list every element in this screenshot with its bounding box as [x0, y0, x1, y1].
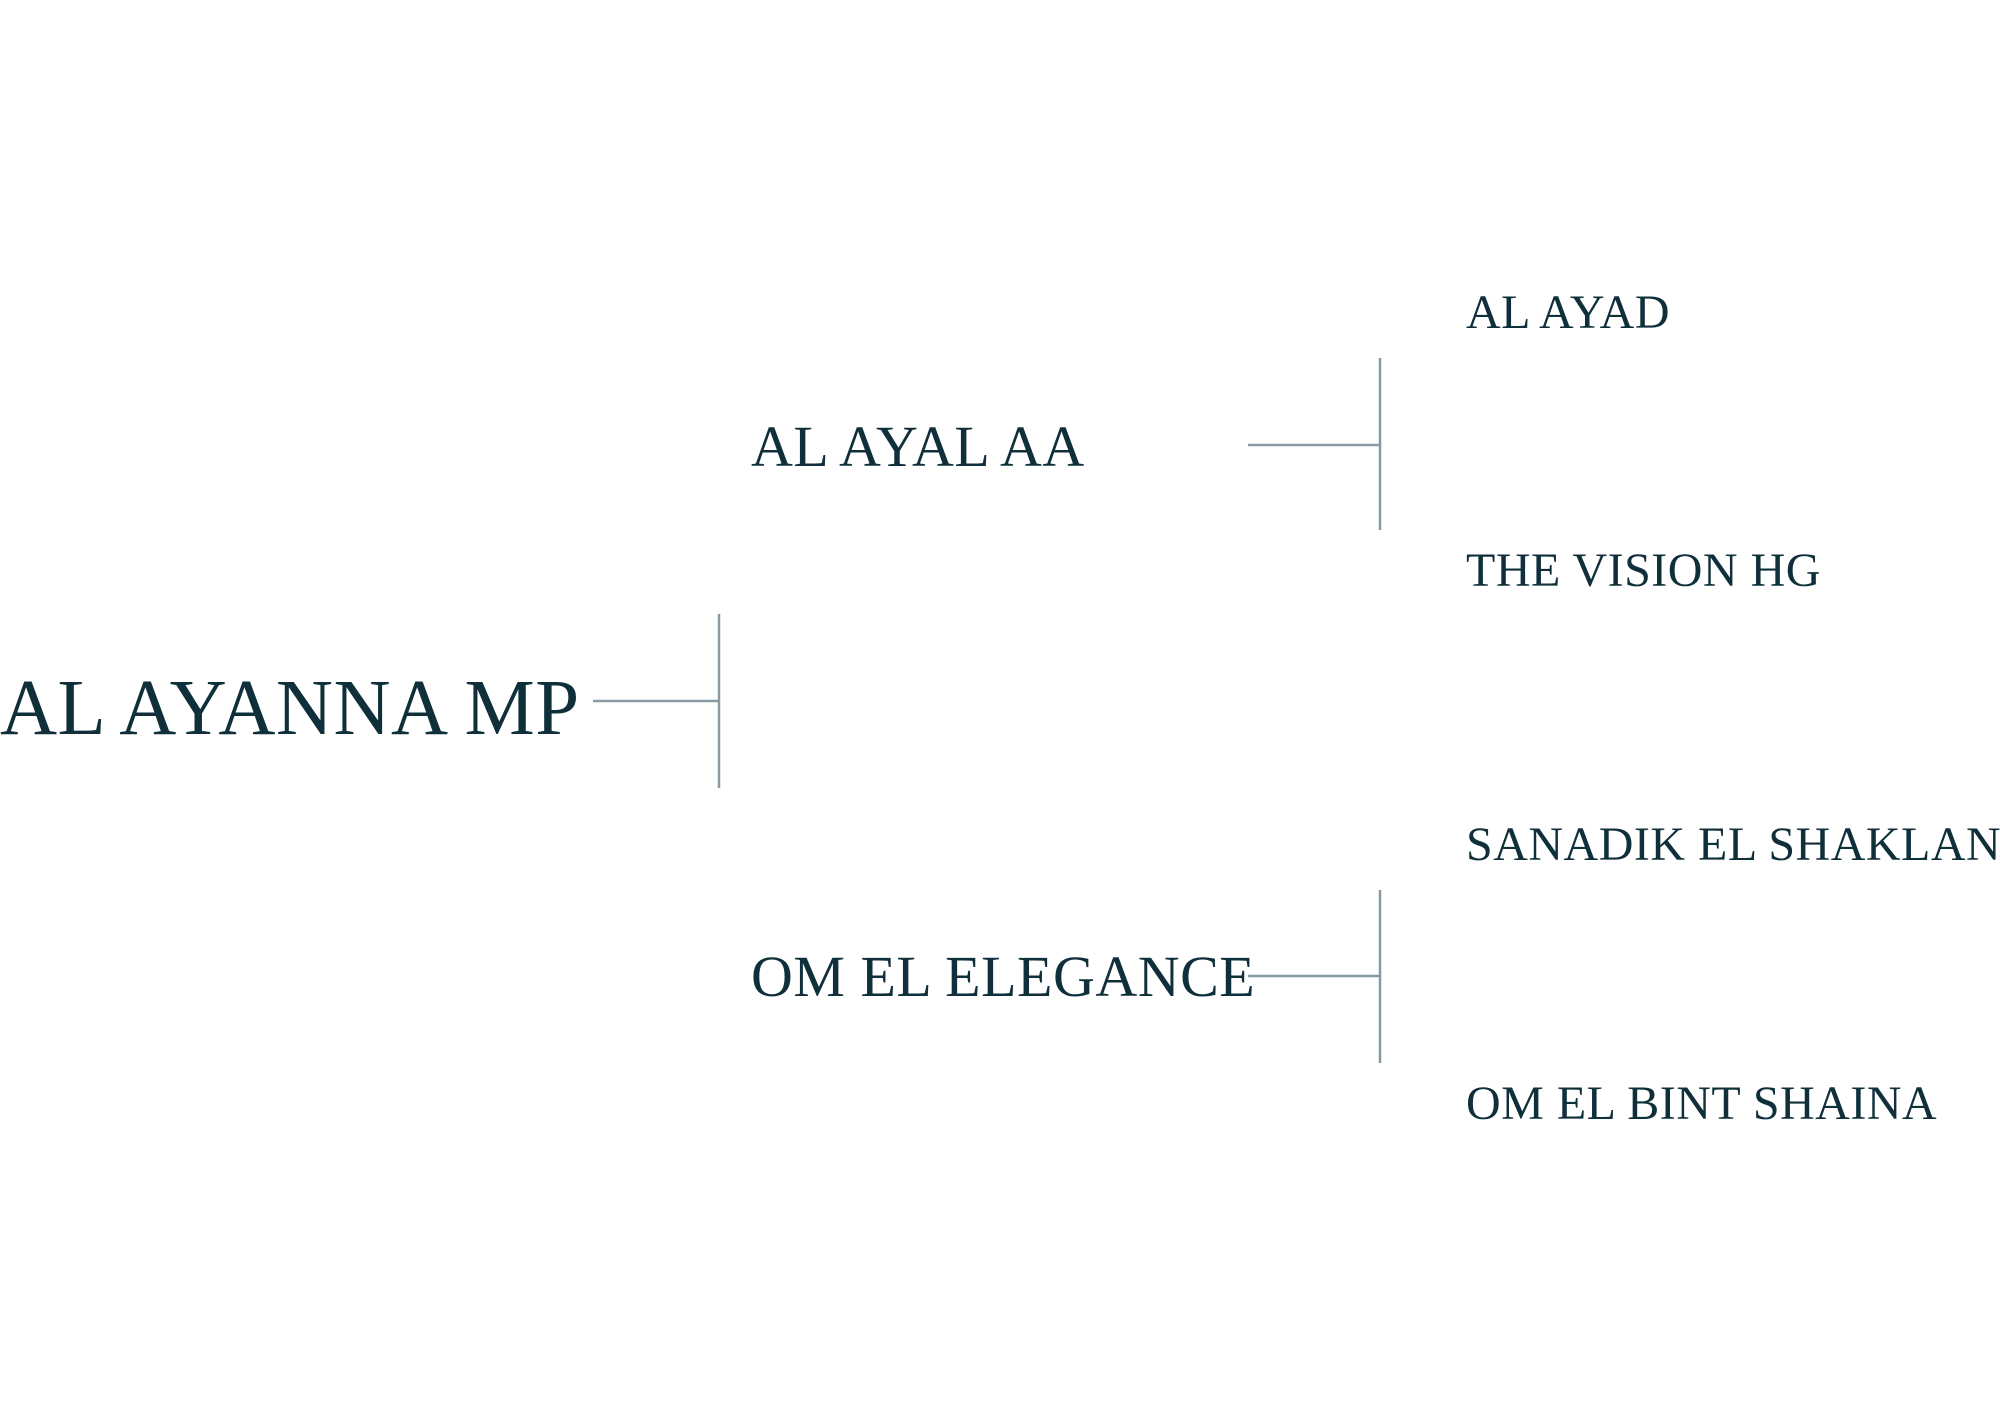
sire-dam-name: THE VISION HG	[1466, 544, 1821, 597]
sire-sire-name: AL AYAD	[1466, 286, 1670, 339]
dam-dam-name: OM EL BINT SHAINA	[1466, 1077, 1938, 1130]
sire-name: AL AYAL AA	[751, 414, 1085, 479]
dam-sire-name: SANADIK EL SHAKLAN	[1466, 818, 2000, 871]
subject-name: AL AYANNA MP	[0, 665, 580, 752]
dam-name: OM EL ELEGANCE	[751, 944, 1256, 1009]
